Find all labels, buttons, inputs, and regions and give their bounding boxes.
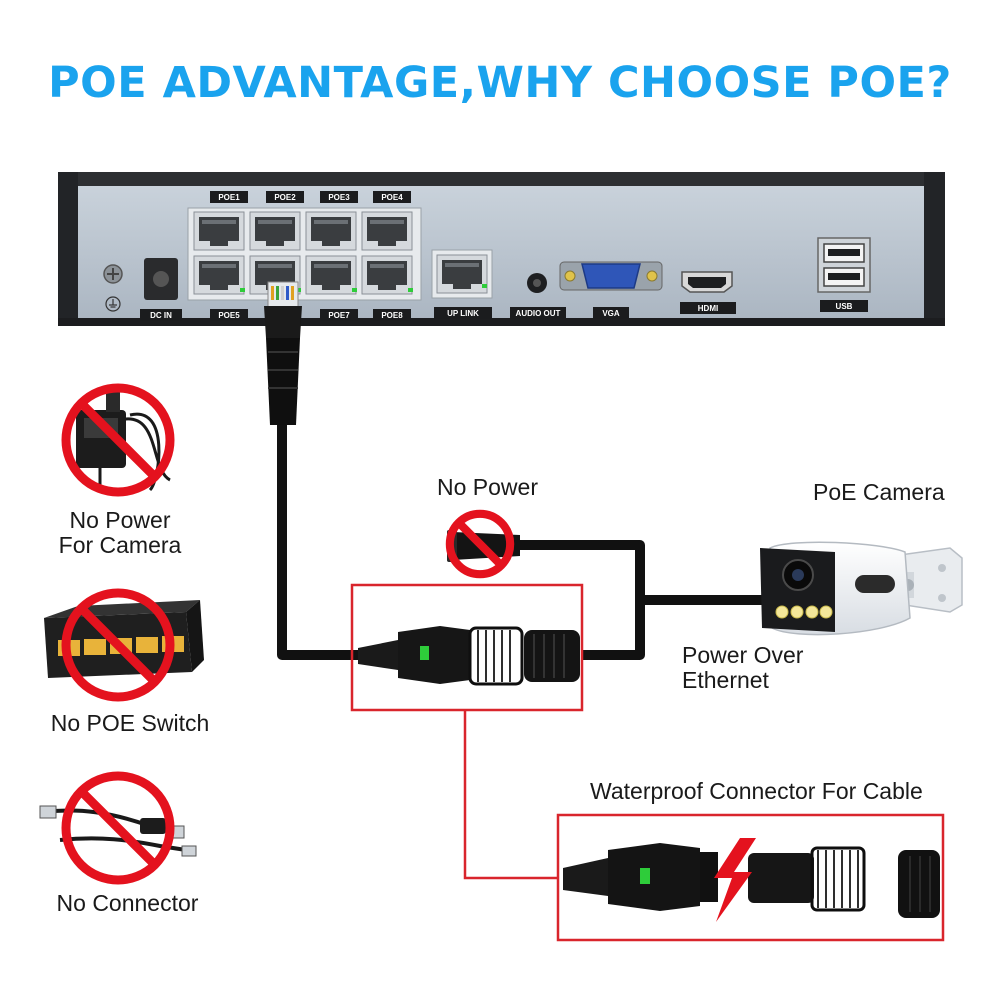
poe3-label: POE3 bbox=[328, 193, 350, 202]
cable-connector-icon bbox=[39, 805, 197, 857]
usb-label: USB bbox=[836, 302, 853, 311]
dc-in-label: DC IN bbox=[150, 311, 172, 320]
nvr-left-edge bbox=[58, 172, 78, 324]
hdmi-port bbox=[681, 271, 733, 293]
waterproof-detail-box bbox=[556, 813, 945, 942]
rj45-plug bbox=[264, 281, 302, 425]
power-over-ethernet-label: Power Over Ethernet bbox=[682, 642, 804, 693]
waterproof-connector-detail bbox=[563, 838, 940, 922]
page-title: POE ADVANTAGE,WHY CHOOSE POE? bbox=[48, 58, 952, 108]
usb-ports bbox=[817, 237, 871, 293]
waterproof-connector-label: Waterproof Connector For Cable bbox=[590, 778, 923, 804]
hdmi-label: HDMI bbox=[698, 304, 718, 313]
poe-camera-label: PoE Camera bbox=[813, 479, 945, 505]
poe8-label: POE8 bbox=[381, 311, 403, 320]
no-power-label: No Power bbox=[437, 474, 538, 500]
poe5-label: POE5 bbox=[218, 311, 240, 320]
poe7-port bbox=[305, 255, 357, 295]
poe2-label: POE2 bbox=[274, 193, 296, 202]
no-connector-label: No Connector bbox=[56, 890, 199, 916]
uplink-port bbox=[436, 254, 488, 294]
ethernet-cable bbox=[277, 420, 770, 660]
no-connector-prohibition-icon bbox=[61, 771, 175, 885]
poe1-label: POE1 bbox=[218, 193, 240, 202]
poe7-label: POE7 bbox=[328, 311, 350, 320]
zoom-leader-line bbox=[463, 710, 558, 880]
ground-symbol-icon bbox=[105, 296, 121, 312]
waterproof-connector bbox=[358, 626, 580, 686]
no-power-for-camera-label: No Power For Camera bbox=[58, 507, 182, 558]
poe-camera bbox=[760, 541, 963, 636]
poe1-port bbox=[193, 211, 245, 251]
poe5-port bbox=[193, 255, 245, 295]
connector-detail-led bbox=[640, 868, 650, 884]
connector-highlight-box bbox=[350, 583, 584, 712]
nvr-recorder: DC IN POE1 POE2 POE3 POE4 bbox=[58, 172, 945, 326]
no-poe-switch-prohibition-icon bbox=[61, 588, 175, 702]
vga-label: VGA bbox=[602, 309, 620, 318]
no-poe-switch-label: No POE Switch bbox=[50, 710, 210, 736]
connector-led bbox=[420, 646, 429, 660]
poe4-label: POE4 bbox=[381, 193, 403, 202]
no-power-prohibition-icon bbox=[445, 509, 515, 579]
vga-port bbox=[559, 261, 663, 291]
uplink-label: UP LINK bbox=[447, 309, 479, 318]
audio-out-label: AUDIO OUT bbox=[516, 309, 561, 318]
poe2-port bbox=[249, 211, 301, 251]
lightning-bolt-icon bbox=[714, 838, 756, 922]
poe4-port bbox=[361, 211, 413, 251]
no-power-adapter-prohibition-icon bbox=[61, 383, 175, 497]
poe8-port bbox=[361, 255, 413, 295]
nvr-right-edge bbox=[924, 172, 945, 324]
poe3-port bbox=[305, 211, 357, 251]
